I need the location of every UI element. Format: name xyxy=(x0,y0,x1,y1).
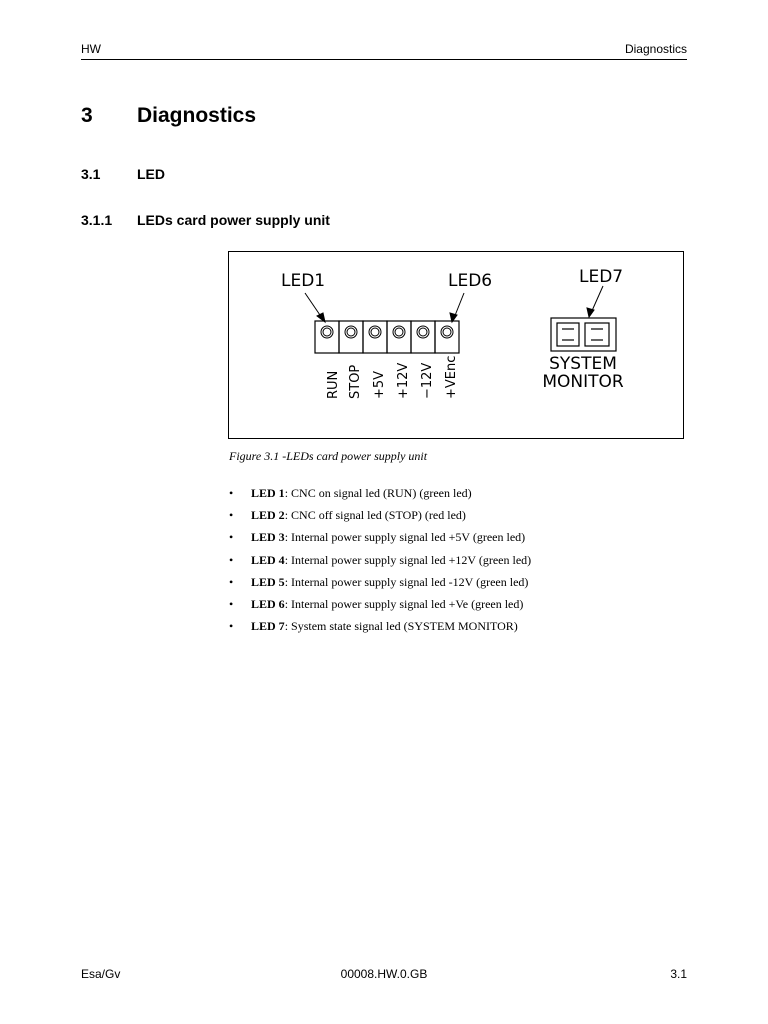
figure-caption: Figure 3.1 -LEDs card power supply unit xyxy=(229,449,428,463)
system-monitor-display xyxy=(550,317,617,352)
section-title: LED xyxy=(137,166,165,182)
led-list: • LED 1: CNC on signal led (RUN) (green l… xyxy=(229,484,689,639)
led-lights xyxy=(320,325,454,339)
bullet: • xyxy=(229,486,234,500)
label-led7: LED7 xyxy=(579,267,623,287)
page-footer: Esa/Gv 00008.HW.0.GB 3.1 xyxy=(81,967,687,983)
header-right: Diagnostics xyxy=(624,42,687,56)
list-item: • LED 1: CNC on signal led (RUN) (green l… xyxy=(229,484,689,506)
led-name: LED 1 xyxy=(251,486,285,500)
led-desc: : System state signal led (SYSTEM MONITO… xyxy=(284,619,518,634)
led-name: LED 5 xyxy=(251,574,285,589)
led-desc: : CNC off signal led (STOP) (red led) xyxy=(284,508,466,523)
header-divider xyxy=(81,59,687,60)
chapter-title: Diagnostics xyxy=(137,104,257,127)
led-diagram: LED1 LED6 LED7 xyxy=(228,251,684,439)
signal-5v: +5V xyxy=(372,371,387,399)
monitor-label-line1: SYSTEM xyxy=(549,354,617,374)
signal-venc: +VEnc xyxy=(444,356,459,399)
footer-right: 3.1 xyxy=(670,967,687,981)
signal-stop: STOP xyxy=(348,365,363,399)
list-item: • LED 5: Internal power supply signal led… xyxy=(229,573,689,595)
bullet: • xyxy=(229,530,234,545)
page-header: HW Diagnostics xyxy=(81,42,687,58)
list-item: • LED 6: Internal power supply signal led… xyxy=(229,595,689,617)
arrow-led6 xyxy=(449,292,465,324)
list-item: • LED 4: Internal power supply signal led… xyxy=(229,551,689,573)
monitor-label-line2: MONITOR xyxy=(542,372,624,392)
bullet: • xyxy=(229,596,234,611)
section-number: 3.1 xyxy=(81,166,101,182)
led-name: LED 3 xyxy=(251,530,285,545)
led-name: LED 2 xyxy=(251,508,285,523)
list-item: • LED 3: Internal power supply signal led… xyxy=(229,528,689,550)
led-desc: : Internal power supply signal led +5V (… xyxy=(284,530,526,545)
list-item: • LED 2: CNC off signal led (STOP) (red l… xyxy=(229,506,689,528)
led-name: LED 7 xyxy=(251,619,285,634)
label-led1: LED1 xyxy=(281,271,325,291)
chapter-number: 3 xyxy=(81,104,93,127)
arrow-led1 xyxy=(304,292,326,324)
bullet: • xyxy=(229,552,234,567)
subsection-number: 3.1.1 xyxy=(81,212,113,228)
led-desc: : CNC on signal led (RUN) (green led) xyxy=(284,486,472,500)
list-item: • LED 7: System state signal led (SYSTEM … xyxy=(229,617,689,639)
led-strip xyxy=(314,320,460,354)
bullet: • xyxy=(229,619,234,634)
header-left: HW xyxy=(81,42,101,56)
footer-center: 00008.HW.0.GB xyxy=(340,967,428,981)
signal-12v: +12V xyxy=(396,363,411,399)
signal-run: RUN xyxy=(326,371,341,399)
bullet: • xyxy=(229,574,234,589)
led-desc: : Internal power supply signal led -12V … xyxy=(284,574,529,589)
footer-left: Esa/Gv xyxy=(81,967,121,981)
bullet: • xyxy=(229,508,234,523)
label-led6: LED6 xyxy=(448,271,492,291)
subsection-title: LEDs card power supply unit xyxy=(137,212,330,228)
led-desc: : Internal power supply signal led +Ve (… xyxy=(284,596,524,611)
led-name: LED 4 xyxy=(251,552,285,567)
signal-minus-12v: −12V xyxy=(420,363,435,399)
arrow-led7 xyxy=(586,285,604,319)
led-desc: : Internal power supply signal led +12V … xyxy=(284,552,532,567)
led-name: LED 6 xyxy=(251,596,285,611)
